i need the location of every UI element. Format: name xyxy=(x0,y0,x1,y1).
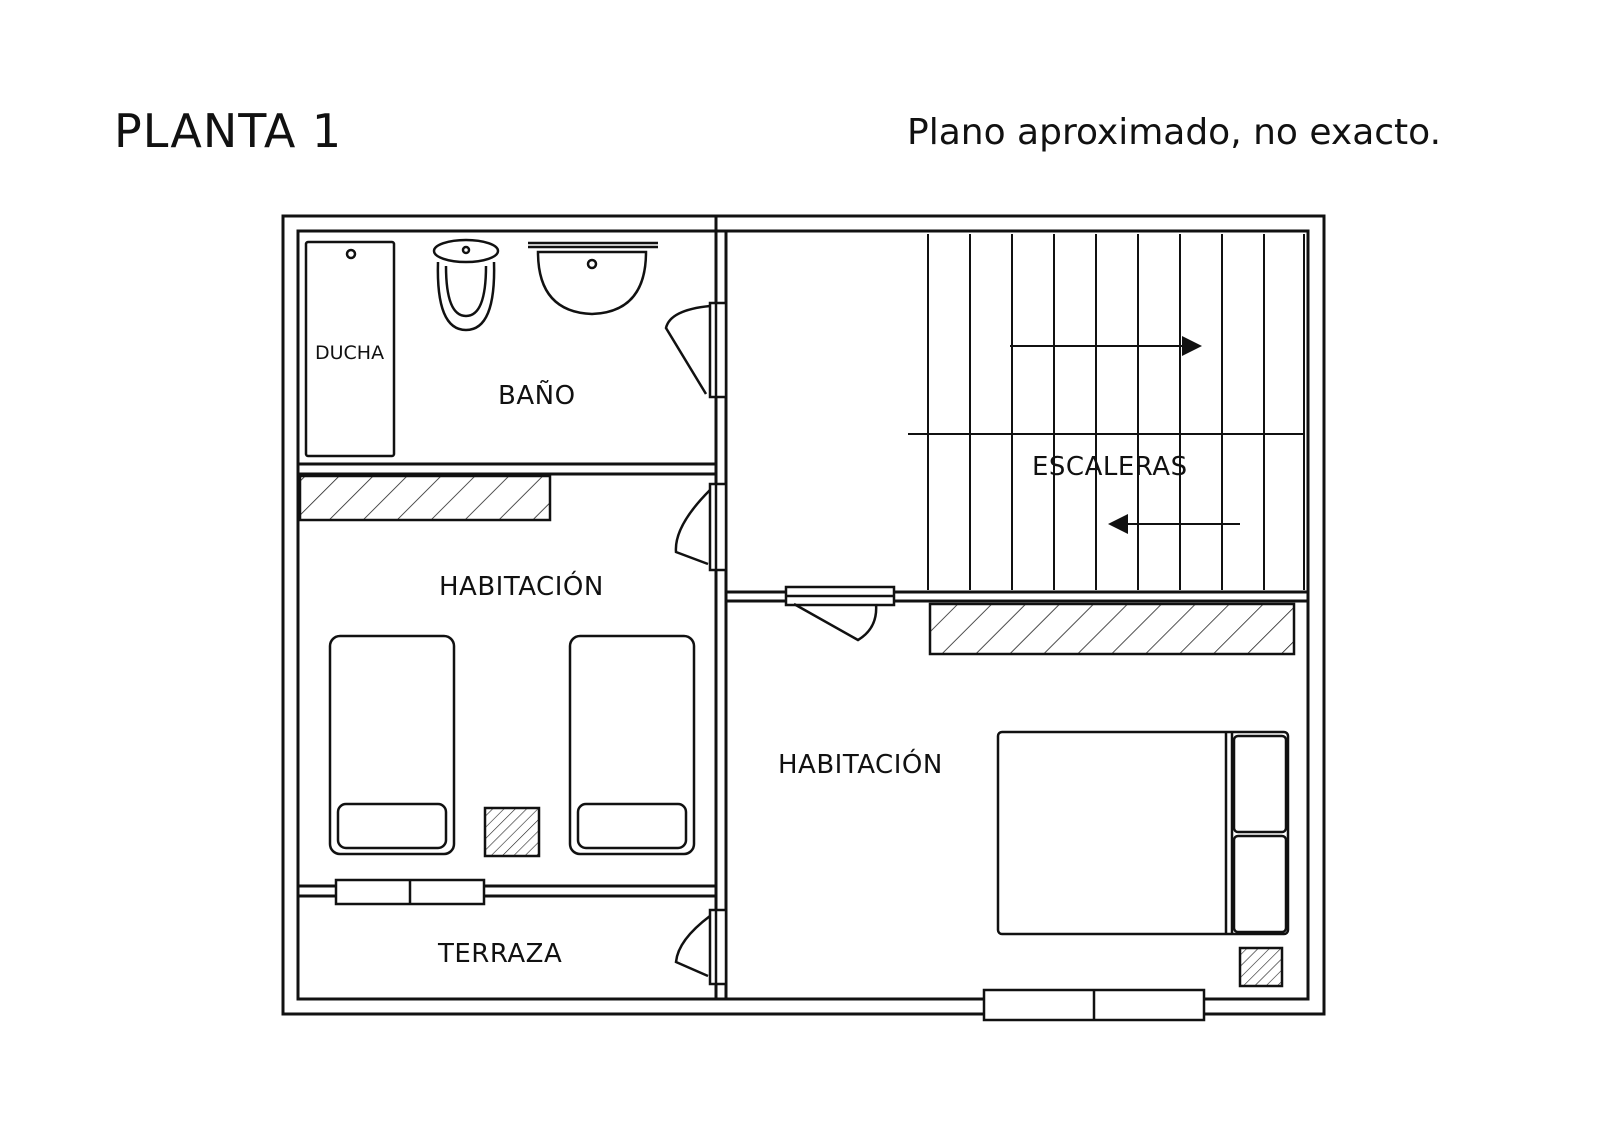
staircase xyxy=(908,234,1305,590)
single-bed-left xyxy=(328,634,456,856)
terrace-label: TERRAZA xyxy=(437,939,562,969)
shower-label: DUCHA xyxy=(315,342,384,364)
right-wardrobe xyxy=(928,602,1296,656)
bathroom-door xyxy=(664,301,728,399)
terrace-window xyxy=(334,878,486,906)
sink xyxy=(528,241,658,316)
nightstand-right xyxy=(1238,946,1284,988)
disclaimer-note: Plano aproximado, no exacto. xyxy=(907,112,1442,153)
left-bedroom-label: HABITACIÓN xyxy=(439,570,604,602)
bedroom-window xyxy=(982,988,1206,1022)
left-wardrobe xyxy=(298,474,552,522)
left-bedroom-door xyxy=(674,482,728,572)
stairs-label: ESCALERAS xyxy=(1032,452,1188,482)
page-title: PLANTA 1 xyxy=(114,104,343,158)
bathroom-label: BAÑO xyxy=(498,379,576,411)
terrace-door xyxy=(674,908,728,986)
nightstand-left xyxy=(483,806,541,858)
hallway-wall xyxy=(726,231,1310,603)
toilet xyxy=(432,238,500,332)
shower xyxy=(304,240,396,458)
outer-walls xyxy=(281,214,1326,1016)
right-bedroom-label: HABITACIÓN xyxy=(778,748,943,780)
right-bedroom-door xyxy=(784,585,896,642)
single-bed-right xyxy=(568,634,696,856)
double-bed xyxy=(996,730,1290,936)
